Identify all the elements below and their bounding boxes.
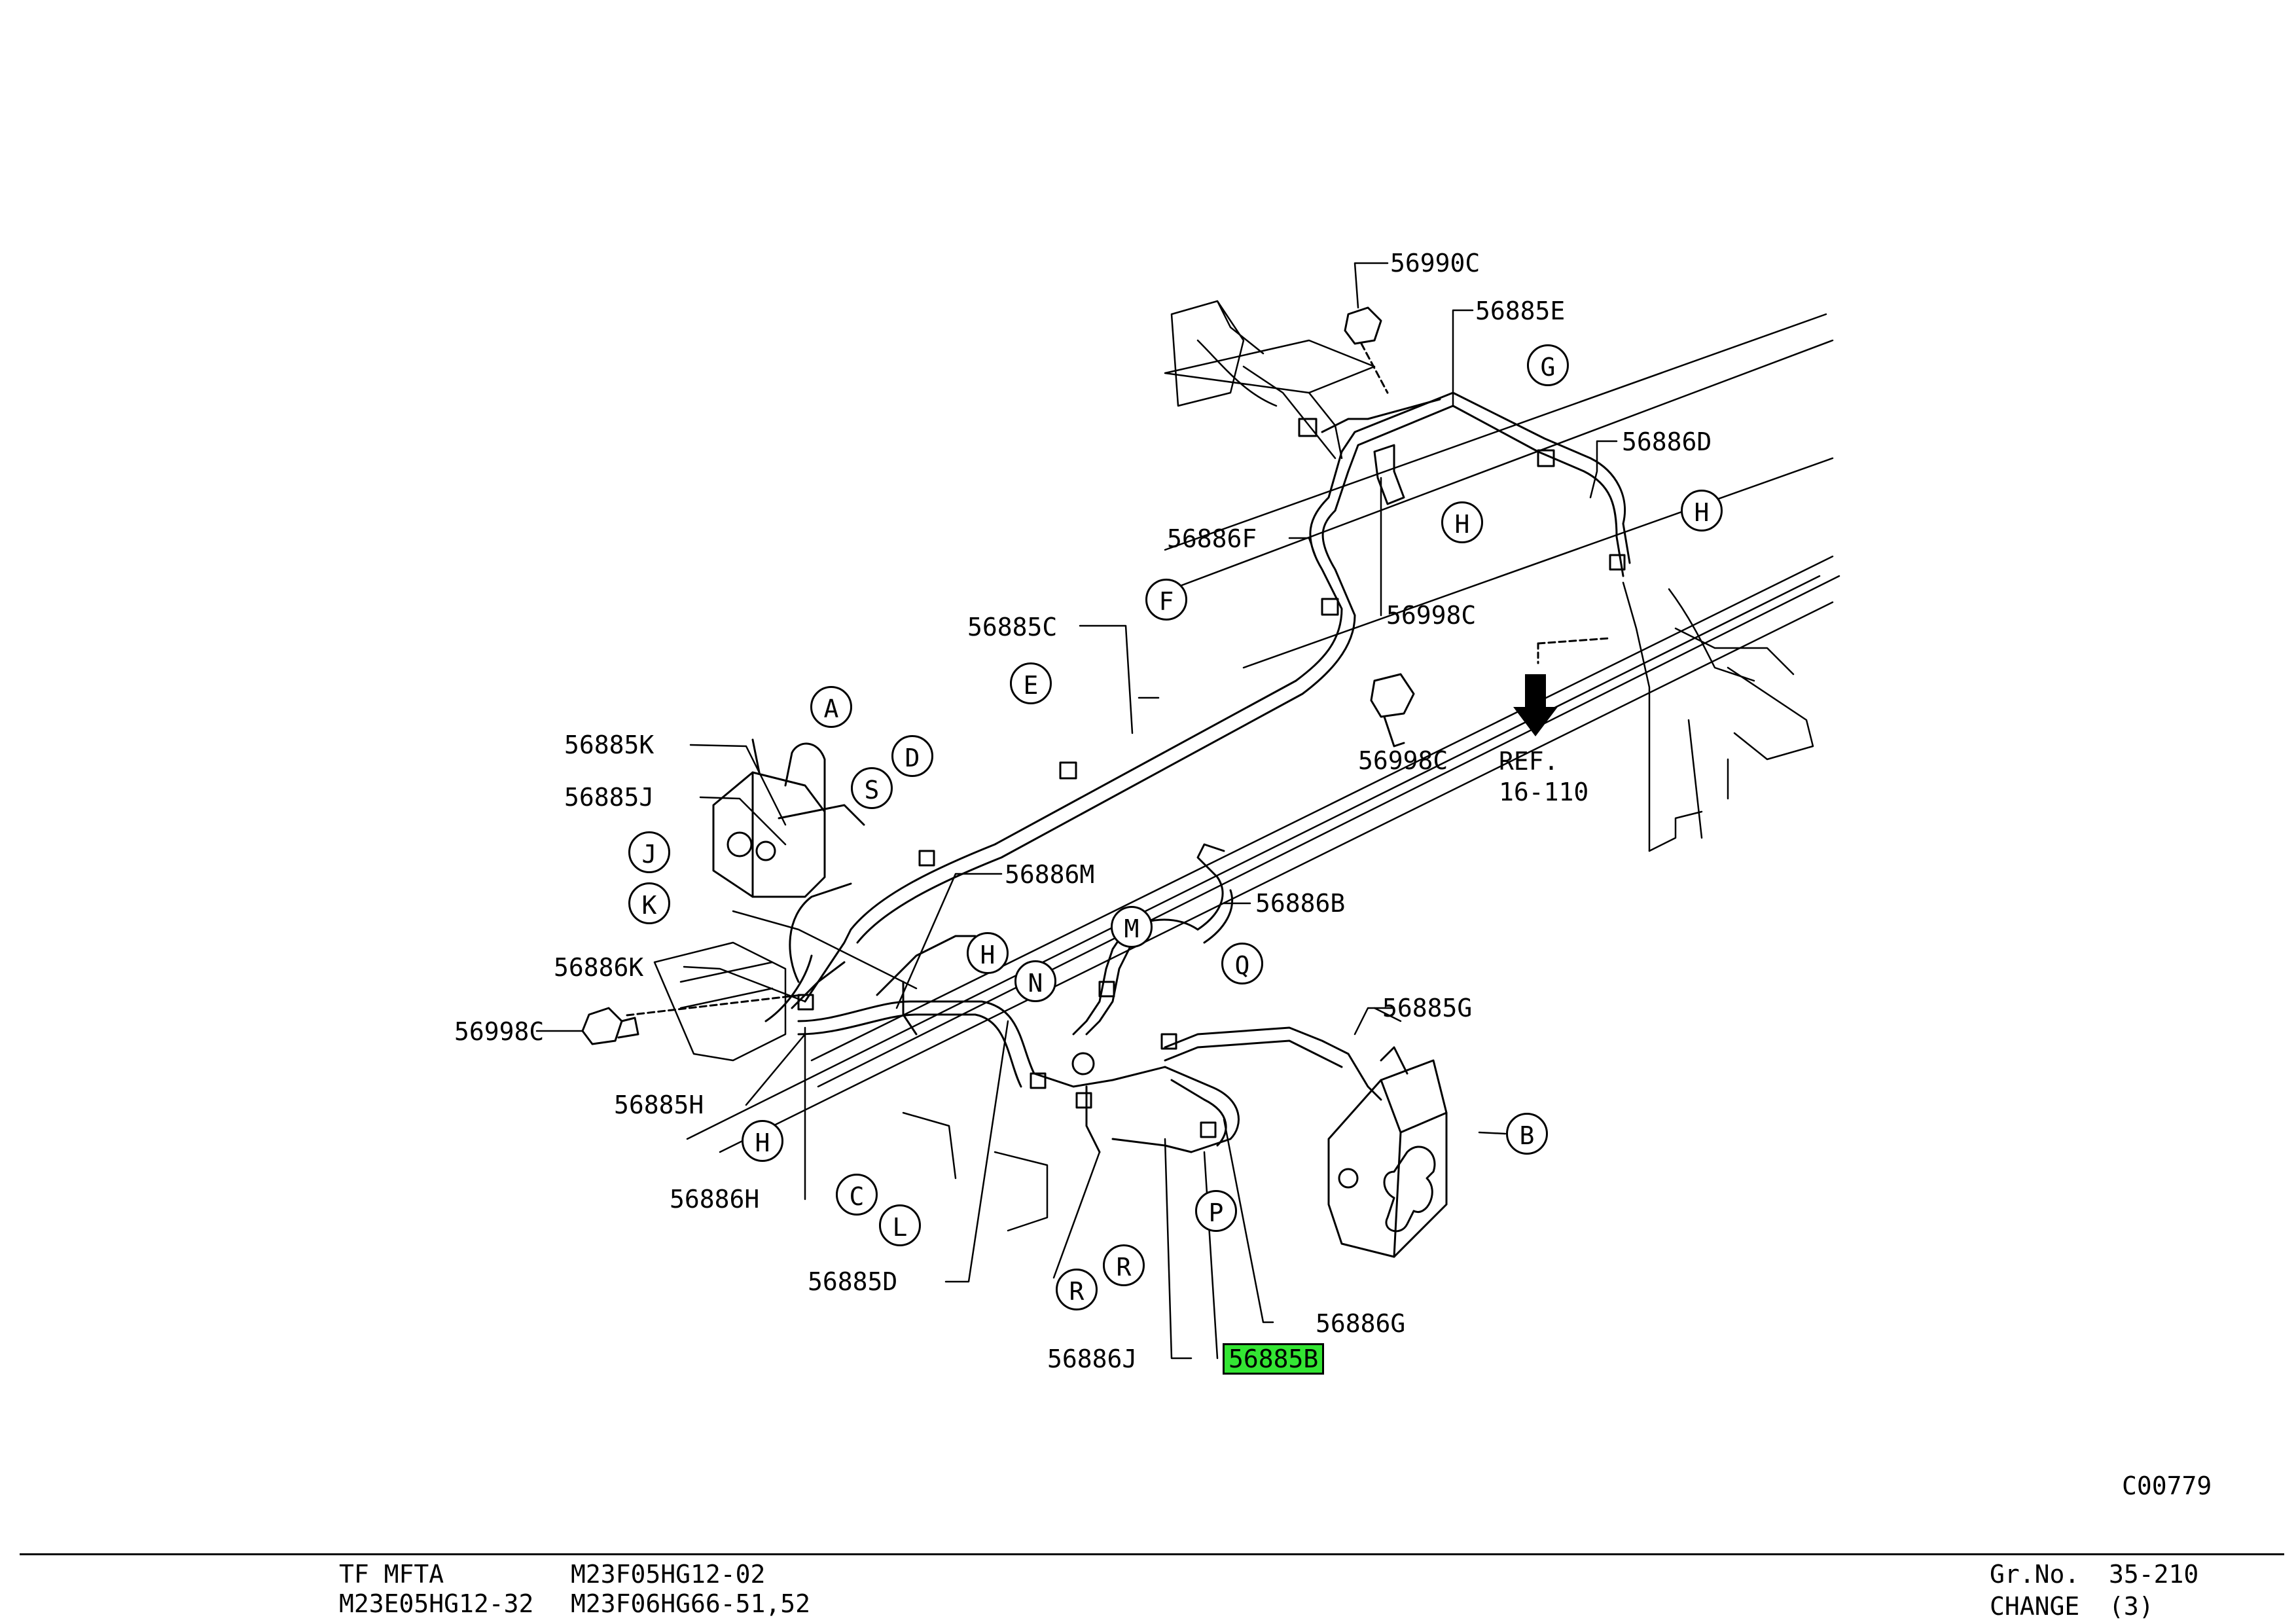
part-56886b[interactable]: 56886B <box>1255 889 1346 918</box>
callout-f: F <box>1145 579 1187 621</box>
callout-l: L <box>879 1204 921 1246</box>
callout-c: C <box>836 1174 878 1216</box>
part-56886f[interactable]: 56886F <box>1167 524 1257 553</box>
part-56886d[interactable]: 56886D <box>1622 427 1712 456</box>
part-56886k[interactable]: 56886K <box>554 953 644 982</box>
callout-q: Q <box>1221 943 1263 984</box>
tank-b <box>1327 1046 1448 1258</box>
callout-s: S <box>851 767 893 809</box>
callout-m: M <box>1111 906 1153 948</box>
callout-a: A <box>810 686 852 728</box>
ref-arrow-shape <box>626 342 1611 1017</box>
callout-h-mid: H <box>967 932 1009 974</box>
callout-h-top-right: H <box>1681 490 1723 532</box>
callout-r-left: R <box>1056 1269 1098 1310</box>
part-56998c-mid[interactable]: 56998C <box>1358 746 1448 775</box>
part-56885g[interactable]: 56885G <box>1382 994 1473 1022</box>
callout-e: E <box>1010 662 1052 704</box>
callout-h-top-left: H <box>1441 501 1483 543</box>
drawing-id: C00779 <box>2122 1471 2212 1500</box>
bolt-mid <box>1370 673 1415 748</box>
footer-model-line1: TF MFTA <box>339 1560 444 1589</box>
part-56886g[interactable]: 56886G <box>1316 1309 1406 1338</box>
part-56998c-left[interactable]: 56998C <box>454 1017 545 1046</box>
bolt-center <box>1373 444 1405 505</box>
footer-model-line2: M23E05HG12-32 <box>339 1589 534 1618</box>
ref-arrow-icon <box>1513 674 1558 736</box>
abs-unit <box>712 738 865 898</box>
callout-b: B <box>1506 1113 1548 1155</box>
footer-change-label: CHANGE <box>1990 1592 2080 1621</box>
part-56885b-highlighted[interactable]: 56885B <box>1223 1343 1325 1375</box>
callout-r-right: R <box>1103 1244 1145 1286</box>
callout-j: J <box>628 831 670 873</box>
callout-d: D <box>891 735 933 777</box>
callout-h-bottom: H <box>742 1120 783 1162</box>
part-56886h[interactable]: 56886H <box>670 1185 760 1214</box>
brake-pipes <box>764 391 1631 1153</box>
callout-n: N <box>1014 960 1056 1002</box>
part-56885j[interactable]: 56885J <box>564 783 655 812</box>
callout-k: K <box>628 882 670 924</box>
footer-group-value: 35-210 <box>2109 1560 2199 1589</box>
part-56885k[interactable]: 56885K <box>564 731 655 759</box>
footer-group-label: Gr.No. <box>1990 1560 2080 1589</box>
clips <box>797 418 1626 1138</box>
part-56885d[interactable]: 56885D <box>808 1267 898 1296</box>
part-56885h[interactable]: 56885H <box>614 1091 704 1119</box>
part-56886j[interactable]: 56886J <box>1047 1344 1138 1373</box>
ref-label[interactable]: REF. <box>1499 747 1559 776</box>
footer-code-line1: M23F05HG12-02 <box>571 1560 766 1589</box>
footer-divider <box>20 1553 2284 1555</box>
footer-change-value: (3) <box>2109 1592 2154 1621</box>
ref-number[interactable]: 16-110 <box>1499 778 1589 806</box>
callout-g: G <box>1527 344 1569 386</box>
bolt-left <box>581 1007 639 1045</box>
part-56998c-top[interactable]: 56998C <box>1386 601 1477 630</box>
part-56885e[interactable]: 56885E <box>1475 297 1566 325</box>
part-56885c[interactable]: 56885C <box>967 613 1058 641</box>
part-56990c[interactable]: 56990C <box>1390 249 1480 278</box>
callout-p: P <box>1195 1190 1237 1232</box>
footer-code-line2: M23F06HG66-51,52 <box>571 1589 811 1618</box>
bolt-top <box>1344 306 1382 345</box>
part-56886m[interactable]: 56886M <box>1005 860 1095 889</box>
leader-lines <box>535 262 1618 1360</box>
